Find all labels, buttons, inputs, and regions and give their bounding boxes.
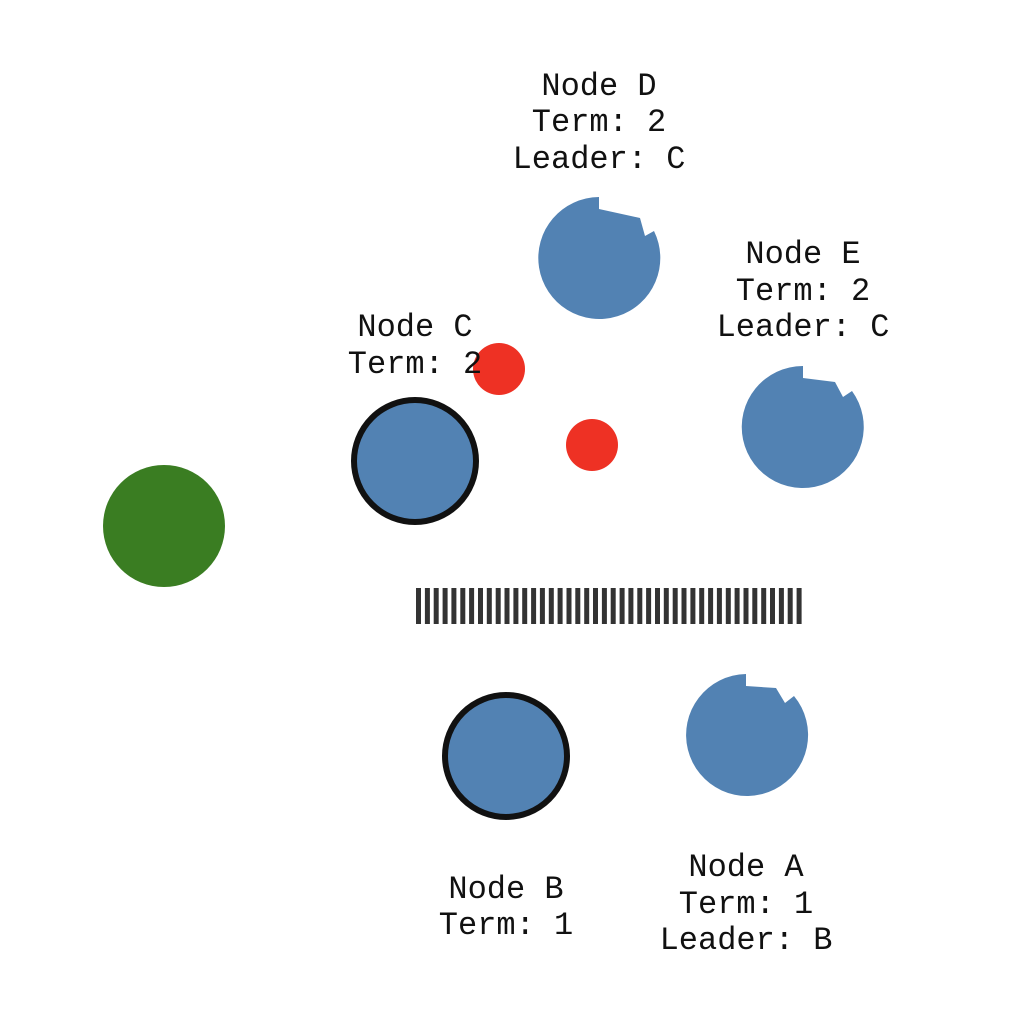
- node-c-name: Node C: [357, 309, 472, 346]
- partition-dash: [495, 588, 501, 624]
- partition-dash: [566, 588, 572, 624]
- node-a-leader: Leader: B: [660, 922, 833, 959]
- node-d-name: Node D: [541, 68, 656, 105]
- partition-dash: [770, 588, 775, 624]
- partition-dash: [575, 588, 581, 624]
- partition-dash: [478, 588, 483, 624]
- node-b: Node B Term: 1: [439, 692, 573, 944]
- node-d-term: Term: 2: [532, 104, 666, 141]
- partition-dash: [672, 588, 678, 624]
- partition-dash: [734, 588, 740, 624]
- partition-dash: [531, 588, 537, 624]
- node-e: Node E Term: 2 Leader: C: [717, 236, 890, 488]
- node-e-leader: Leader: C: [717, 309, 890, 346]
- client-node: [103, 465, 225, 587]
- partition-dash: [637, 588, 643, 624]
- partition-dash: [778, 588, 784, 624]
- partition-dash: [681, 588, 687, 624]
- partition-dash: [663, 588, 669, 624]
- partition-dash: [601, 588, 607, 624]
- partition-dash: [699, 588, 705, 624]
- partition-dash: [725, 588, 731, 624]
- partition-dash: [513, 588, 519, 624]
- node-c-circle: [351, 397, 479, 525]
- partition-dash: [690, 588, 696, 624]
- message-dot: [566, 419, 618, 471]
- partition-dash: [451, 588, 457, 624]
- node-b-name: Node B: [448, 871, 563, 908]
- node-a-name: Node A: [688, 849, 804, 886]
- partition-dash: [433, 588, 439, 624]
- node-c-term: Term: 2: [348, 346, 482, 383]
- partition-dash: [522, 588, 528, 624]
- partition-dash: [761, 588, 767, 624]
- partition-dash: [655, 588, 660, 624]
- partition-dash: [787, 588, 793, 624]
- partition-dash: [584, 588, 590, 624]
- node-c: Node C Term: 2: [348, 309, 482, 525]
- partition-dash: [548, 588, 554, 624]
- partition-dash: [619, 588, 625, 624]
- partition-dash: [486, 588, 492, 624]
- partition-dash: [469, 588, 475, 624]
- node-b-circle: [442, 692, 570, 820]
- message-dot: [473, 343, 525, 395]
- partition-dash: [708, 588, 714, 624]
- partition-dash: [557, 588, 563, 624]
- partition-dash: [796, 588, 802, 624]
- partition-dash: [743, 588, 749, 624]
- partition-dash: [424, 588, 430, 624]
- node-d-circle: [538, 197, 661, 319]
- node-d: Node D Term: 2 Leader: C: [513, 68, 686, 319]
- partition-dash: [416, 588, 421, 624]
- node-e-name: Node E: [745, 236, 860, 273]
- node-d-leader: Leader: C: [513, 141, 686, 178]
- partition-dash: [593, 588, 598, 624]
- partition-dash: [628, 588, 634, 624]
- partition-dash: [610, 588, 616, 624]
- node-a-circle: [686, 674, 809, 796]
- partition-dash: [504, 588, 510, 624]
- node-a-term: Term: 1: [679, 886, 813, 923]
- node-e-circle: [741, 365, 864, 488]
- partition-dash: [460, 588, 466, 624]
- partition-dash: [442, 588, 448, 624]
- node-a: Node A Term: 1 Leader: B: [660, 674, 833, 959]
- node-e-term: Term: 2: [736, 273, 870, 310]
- node-b-term: Term: 1: [439, 907, 573, 944]
- partition-dash: [716, 588, 722, 624]
- network-partition: [416, 588, 802, 624]
- partition-dash: [539, 588, 545, 624]
- partition-dash: [752, 588, 758, 624]
- partition-dash: [646, 588, 652, 624]
